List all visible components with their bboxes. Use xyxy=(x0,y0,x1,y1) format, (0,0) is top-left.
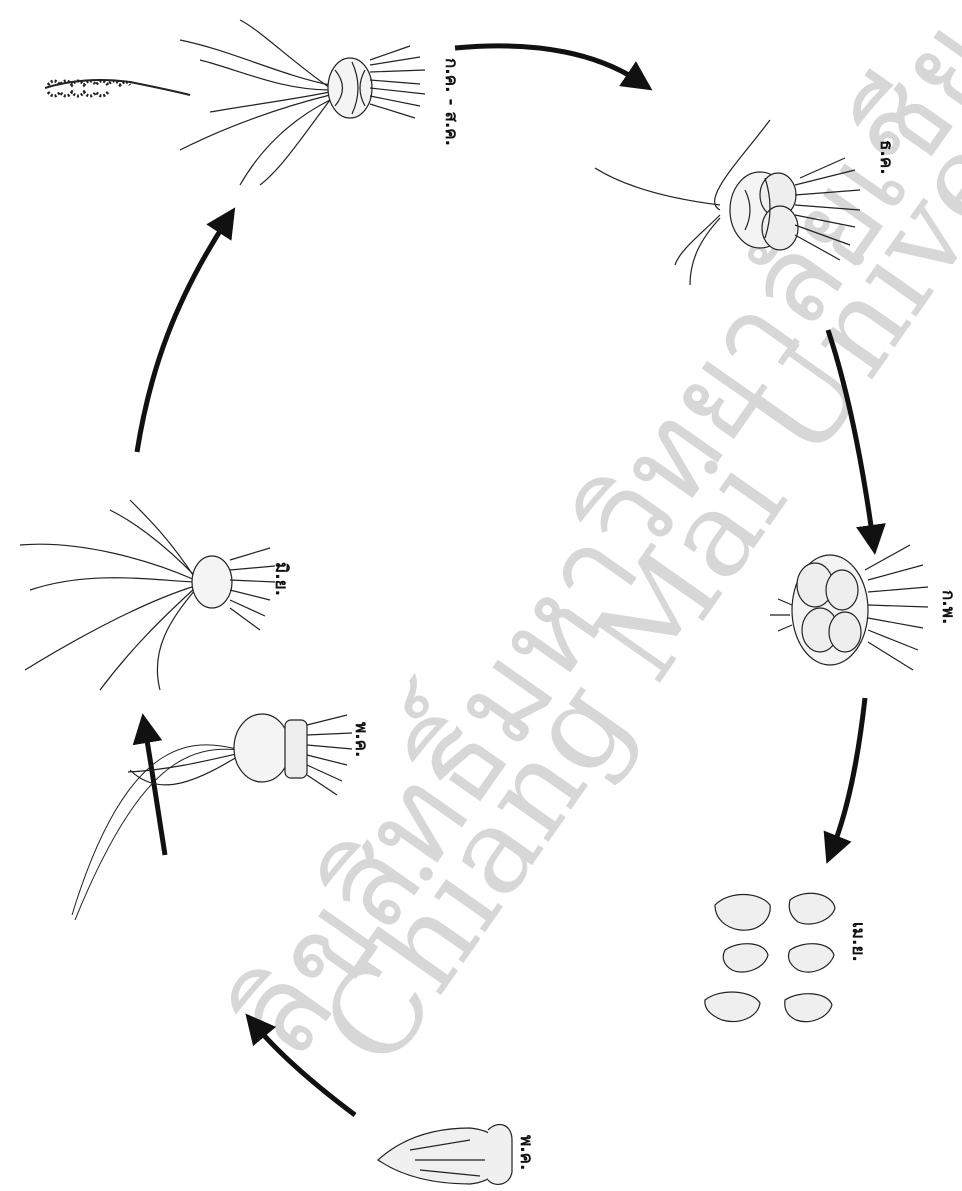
stage-label-apr: เม.ย. xyxy=(845,922,872,962)
leafy-plant-illustration xyxy=(20,500,275,690)
planted-bulb-illustration xyxy=(378,1125,512,1185)
arrow-5 xyxy=(145,728,165,855)
mature-bulb-cluster-illustration xyxy=(770,545,928,670)
stage-label-jun: พ.ค. xyxy=(348,722,375,758)
stage-label-feb: ก.พ. xyxy=(935,590,962,624)
stage-label-aug-oct: ก.ค. - ส.ค. xyxy=(438,58,465,146)
arrow-3 xyxy=(832,698,865,850)
arrow-4 xyxy=(255,1025,355,1115)
arrow-1 xyxy=(455,46,640,82)
flowering-plant-illustration xyxy=(45,20,425,185)
sprouting-bulb-illustration xyxy=(72,714,352,920)
stage-label-jun2: มิ.ย. xyxy=(268,562,295,596)
stage-label-mar: พ.ค. xyxy=(513,1135,540,1171)
stage-label-sep: ธ.ค. xyxy=(873,140,900,175)
dormant-bulbs-illustration xyxy=(705,893,835,1021)
arrow-6 xyxy=(137,220,227,452)
withering-plant-illustration xyxy=(595,120,860,285)
arrow-2 xyxy=(828,330,873,540)
